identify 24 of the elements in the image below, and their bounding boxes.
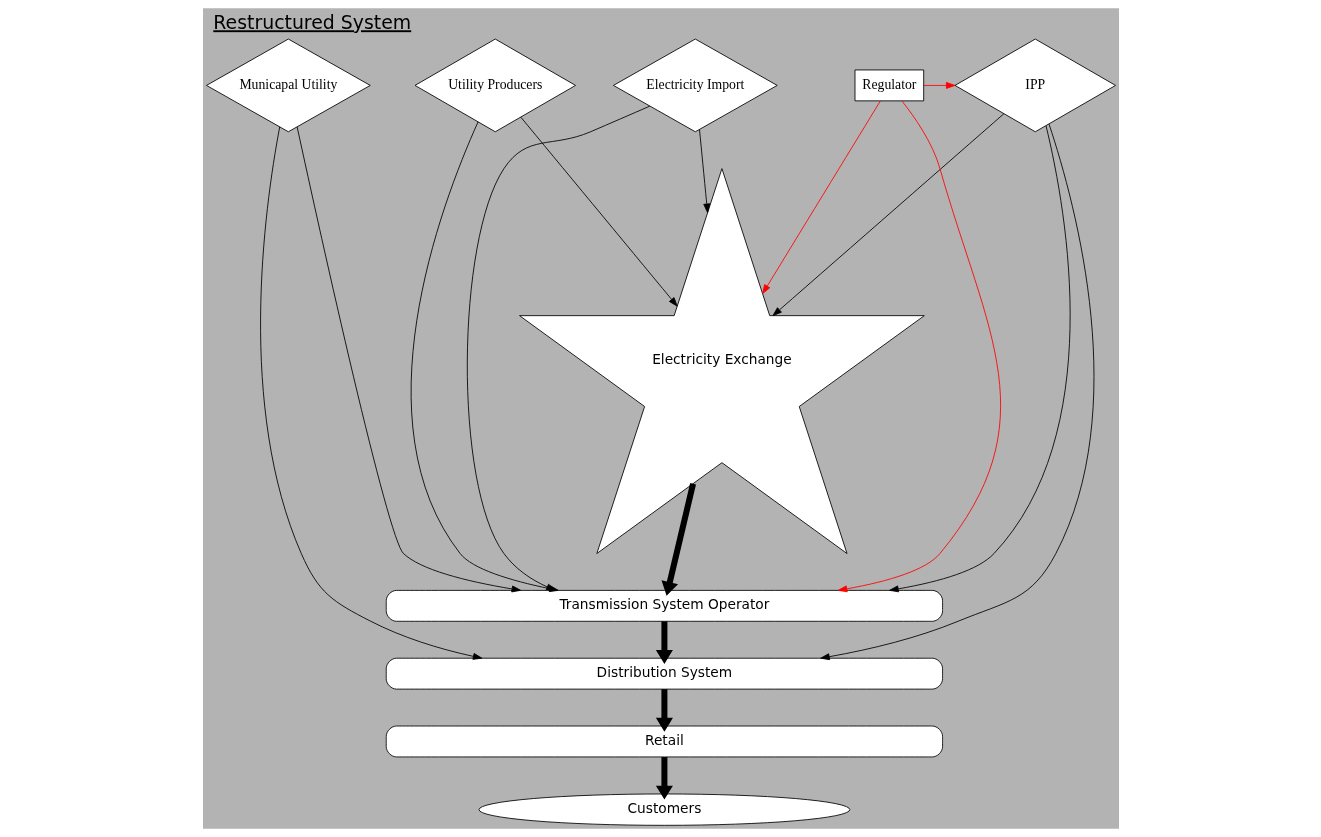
node-diamond: Municapal Utility (205, 38, 371, 133)
arrow (661, 483, 696, 596)
arrow (296, 126, 521, 593)
diagram-title: Restructured System (212, 11, 411, 34)
arrow (519, 116, 678, 307)
arrow (837, 100, 1001, 593)
arrow (922, 81, 955, 89)
arrow (698, 129, 710, 213)
node-diamond: Electricity Import (612, 38, 778, 133)
arrow (655, 621, 673, 664)
node-box: Distribution System (385, 657, 943, 690)
node-ellipse: Customers (478, 793, 850, 826)
node-diamond: Utility Producers (414, 38, 576, 133)
arrow (819, 123, 1094, 661)
node-box: Regulator (854, 69, 924, 102)
arrow (655, 757, 673, 800)
arrow (761, 100, 881, 294)
node-box: Retail (385, 725, 943, 758)
node-box: Transmission System Operator (385, 589, 943, 622)
arrow (259, 126, 482, 660)
arrow (655, 689, 673, 732)
arrow (772, 113, 1004, 316)
arrow (888, 125, 1070, 593)
node-diamond: IPP (954, 38, 1116, 133)
